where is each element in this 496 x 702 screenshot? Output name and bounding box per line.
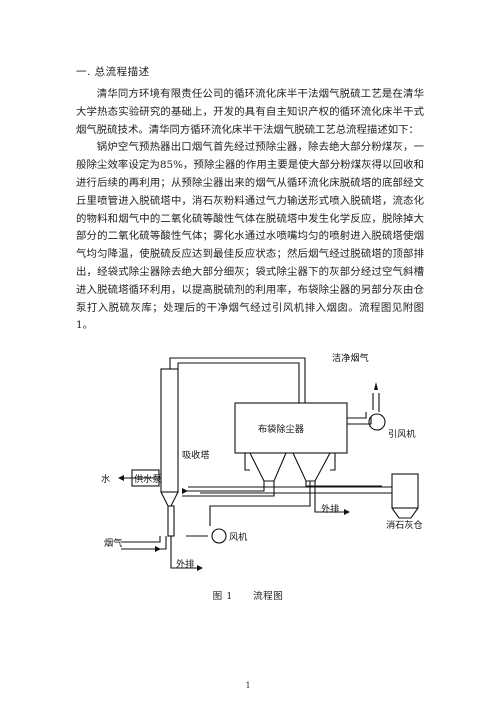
discharge-line-bottom: [170, 536, 197, 569]
recycle-line-1: [182, 481, 265, 492]
paragraph-intro: 清华同方环境有限责任公司的循环流化床半干法烟气脱硫工艺是在清华大学热态实验研究的…: [76, 88, 424, 136]
recycle-arrow-1: [182, 488, 188, 494]
flue-gas-arrow: [155, 546, 161, 552]
bag-filter-support-right: [330, 453, 336, 471]
figure-caption: 图 1 流程图: [212, 591, 284, 602]
label-induced-fan: 引风机: [388, 428, 416, 440]
absorber-tower-upper: [160, 368, 179, 493]
blower-icon: [211, 528, 227, 544]
blower-to-slide: [209, 481, 311, 526]
label-lime-silo: 消石灰仓: [386, 519, 423, 531]
label-blower: 风机: [229, 531, 247, 543]
hopper-right: [292, 452, 331, 482]
label-flue-gas: 烟气: [104, 537, 122, 549]
paragraph-process: 锅炉空气预热器出口烟气首先经过预除尘器，除去绝大部分粉煤灰，一般除尘效率设定为8…: [76, 141, 424, 332]
process-flow-diagram: 洁净烟气 布袋除尘器 引风机 吸收塔 水 供水泵 外排 消石灰仓 烟气 风机 外…: [96, 346, 448, 588]
absorber-tower-lower: [167, 505, 175, 537]
outlet-duct-inner: [177, 362, 300, 403]
induced-fan-icon: [368, 413, 386, 431]
discharge-arrow-top: [344, 509, 350, 515]
outlet-to-fan-2: [347, 417, 372, 425]
bag-filter-body: [234, 402, 348, 454]
outlet-to-fan: [347, 412, 367, 419]
label-absorber: 吸收塔: [182, 449, 210, 461]
discharge-arrow-bottom: [197, 565, 203, 571]
label-discharge-top: 外排: [321, 503, 339, 515]
lime-silo: [391, 473, 419, 509]
label-water-pump: 供水泵: [134, 473, 162, 485]
label-bag-filter: 布袋除尘器: [258, 423, 304, 435]
lime-silo-cone: [391, 507, 419, 519]
flue-gas-inlet-bottom: [121, 536, 167, 550]
discharge-line-top: [314, 481, 344, 513]
page-number: 1: [245, 681, 251, 690]
water-arrow: [118, 475, 124, 481]
body-text: 清华同方环境有限责任公司的循环流化床半干法烟气脱硫工艺是在清华大学热态实验研究的…: [76, 86, 424, 335]
bag-filter-support-left: [244, 453, 250, 471]
water-pump-box: [131, 469, 160, 487]
flue-gas-inlet-top: [121, 536, 161, 543]
absorber-venturi: [160, 491, 179, 507]
clean-gas-arrow: [374, 382, 378, 390]
hopper-left: [249, 452, 287, 482]
recycle-line-3: [305, 481, 382, 487]
section-heading: 一. 总流程描述: [76, 66, 150, 78]
label-clean-flue-gas: 洁净烟气: [332, 352, 369, 364]
flow-diagram-svg: 洁净烟气 布袋除尘器 引风机 吸收塔 水 供水泵 外排 消石灰仓 烟气 风机 外…: [101, 352, 423, 571]
recycle-line-2: [182, 481, 275, 497]
label-discharge-bottom: 外排: [176, 558, 194, 570]
outlet-duct: [169, 357, 306, 403]
label-water: 水: [101, 473, 110, 485]
